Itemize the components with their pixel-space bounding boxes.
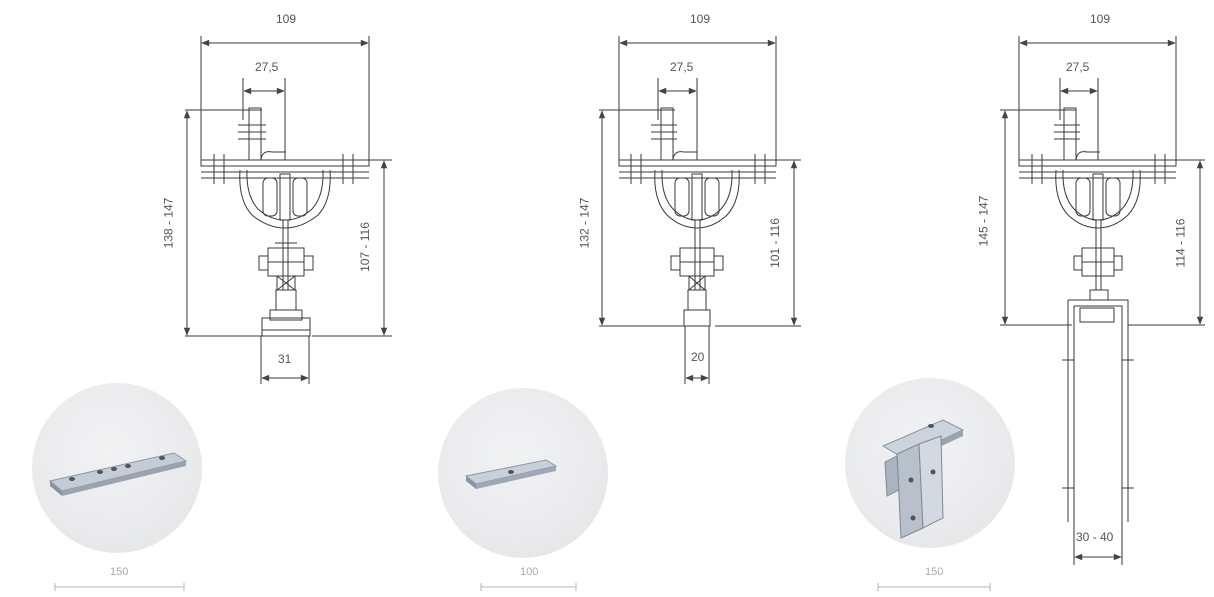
flat-plate-1-hole-icon (464, 459, 558, 489)
flat-plate-4-holes-icon (48, 452, 188, 496)
dimension-inner: 27,5 (670, 60, 694, 74)
product-photo-1 (32, 383, 202, 553)
dimension-bottom: 30 - 40 (1076, 530, 1114, 544)
dimension-bottom: 20 (691, 350, 705, 364)
scale-label: 150 (925, 566, 944, 578)
technical-drawing-2 (480, 36, 801, 591)
dimension-width: 109 (690, 12, 711, 26)
dimension-height-right: 114 - 116 (1173, 218, 1188, 268)
dimension-height-right: 101 - 116 (767, 218, 782, 268)
dimension-height-left: 132 - 147 (577, 197, 592, 249)
dimension-height-left: 138 - 147 (161, 197, 176, 249)
dimension-height-left: 145 - 147 (976, 195, 991, 247)
product-photo-3 (845, 378, 1015, 548)
technical-drawing-1 (54, 36, 392, 591)
hanger-panel-3: 109 27,5 145 - 147 114 - 116 30 - 40 150 (810, 0, 1214, 597)
dimension-width: 109 (276, 12, 297, 26)
dimension-inner: 27,5 (1066, 60, 1090, 74)
technical-drawing-3 (877, 36, 1205, 591)
scale-label: 150 (110, 566, 129, 578)
dimension-inner: 27,5 (255, 60, 279, 74)
dimension-width: 109 (1090, 12, 1111, 26)
hanger-panel-1: 109 27,5 138 - 147 107 - 116 31 150 (0, 0, 405, 597)
product-photo-2 (438, 388, 608, 558)
dimension-bottom: 31 (278, 352, 292, 366)
scale-label: 100 (520, 566, 539, 578)
u-bracket-icon (881, 419, 965, 539)
hanger-panel-2: 109 27,5 132 - 147 101 - 116 20 100 (405, 0, 810, 597)
dimension-height-right: 107 - 116 (357, 222, 372, 272)
